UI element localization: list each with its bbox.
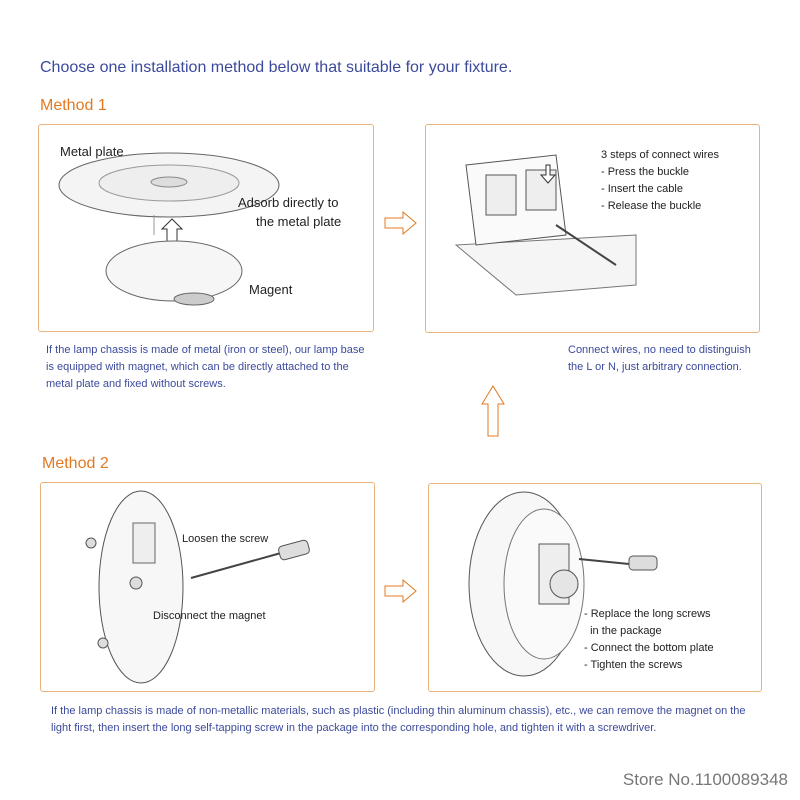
adsorb-label-2: the metal plate	[256, 214, 342, 229]
caption-line: is equipped with magnet, which can be di…	[46, 361, 349, 373]
method1-caption: If the lamp chassis is made of metal (ir…	[46, 342, 365, 393]
arrow-up-icon	[481, 385, 505, 437]
caption-line: If the lamp chassis is made of metal (ir…	[46, 344, 365, 356]
step-line: - Replace the long screws	[584, 608, 711, 620]
method2-heading: Method 2	[42, 455, 109, 472]
chassis-screw-drawing	[85, 490, 310, 684]
caption-line: If the lamp chassis is made of non-metal…	[51, 705, 746, 717]
store-number: Store No.1100089348	[622, 770, 788, 789]
method1-heading: Method 1	[40, 97, 107, 114]
loosen-screw-label: Loosen the screw	[182, 533, 269, 545]
wire-steps: 3 steps of connect wires - Press the buc…	[601, 147, 719, 215]
wires-illustration: 3 steps of connect wires - Press the buc…	[425, 124, 760, 333]
caption-line: metal plate and fixed without screws.	[46, 378, 226, 390]
magnet-label: Magent	[249, 282, 293, 297]
caption-line: Connect wires, no need to distinguish	[568, 344, 751, 356]
long-screw-illustration: - Replace the long screws in the package…	[428, 483, 762, 692]
page-title: Choose one installation method below tha…	[40, 59, 513, 76]
replace-screws-steps: - Replace the long screws in the package…	[584, 606, 714, 674]
bottom-plate-drawing	[468, 491, 658, 677]
caption-line: light first, then insert the long self-t…	[51, 722, 657, 734]
adsorb-label-1: Adsorb directly to	[238, 195, 339, 210]
step-line: - Connect the bottom plate	[584, 642, 714, 654]
wire-step: - Insert the cable	[601, 183, 683, 195]
wire-step: - Press the buckle	[601, 166, 690, 178]
step-line: in the package	[584, 625, 662, 637]
wire-connector-drawing	[454, 154, 637, 296]
wire-step: - Release the buckle	[601, 200, 702, 212]
metal-plate-label: Metal plate	[60, 144, 124, 159]
wires-caption: Connect wires, no need to distinguish th…	[568, 342, 751, 376]
method1-illustration: Metal plate Adsorb directly to the metal…	[38, 124, 374, 332]
arrow-right-icon	[384, 210, 417, 236]
wire-step: 3 steps of connect wires	[601, 149, 720, 161]
disconnect-magnet-label: Disconnect the magnet	[153, 610, 266, 622]
method2-caption: If the lamp chassis is made of non-metal…	[51, 703, 771, 737]
step-line: - Tighten the screws	[584, 659, 683, 671]
arrow-right-icon	[384, 578, 417, 604]
magnet-plate-drawing	[58, 152, 280, 306]
method2-illustration: Loosen the screw Disconnect the magnet	[40, 482, 375, 692]
caption-line: the L or N, just arbitrary connection.	[568, 361, 742, 373]
